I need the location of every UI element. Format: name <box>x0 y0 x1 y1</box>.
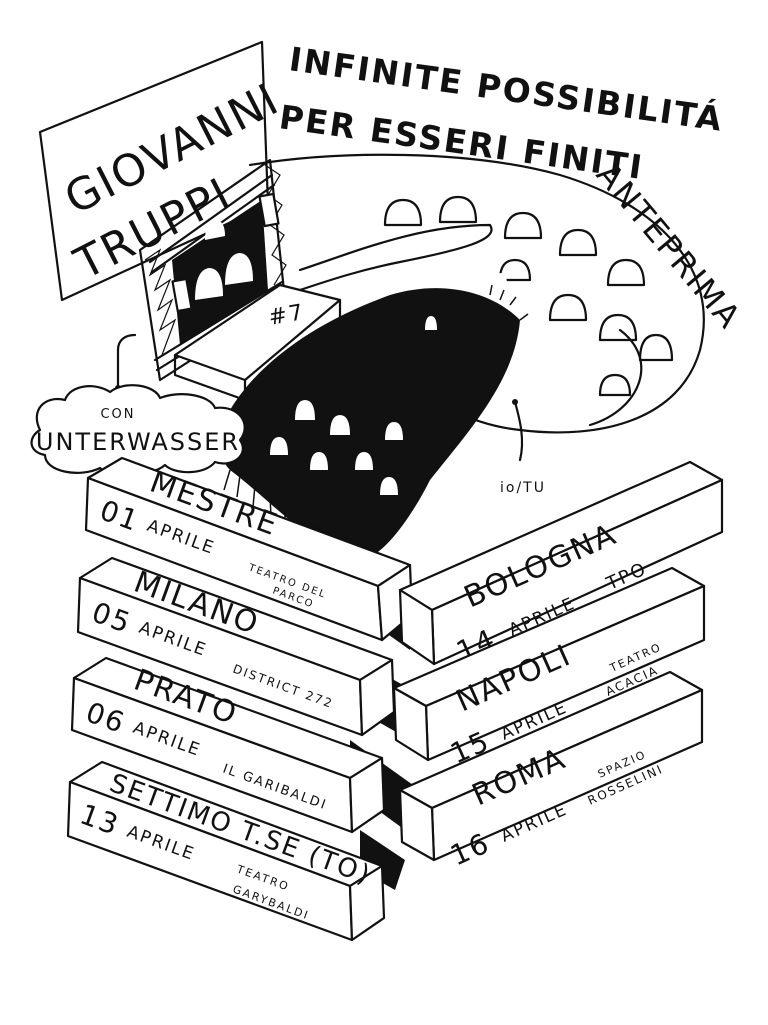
stage-mark: #7 <box>267 300 307 331</box>
guest-name: UNTERWASSER <box>36 428 240 456</box>
arena-windows <box>383 195 674 397</box>
date-beam: BOLOGNA 14 APRILE TPO <box>398 460 724 668</box>
date-beam: PRATO 06 APRILE IL GARIBALDI <box>70 656 386 834</box>
audience-label-text: io/TU <box>500 480 546 496</box>
title-badge: ANTEPRIMA <box>589 156 749 337</box>
guest-cloud: CON UNTERWASSER <box>30 333 246 477</box>
arena-wall <box>248 153 705 434</box>
date-beam: NAPOLI 15 APRILE TEATRO ACACIA <box>392 566 706 770</box>
date-beam: MILANO 05 APRILE DISTRICT 272 <box>76 556 396 737</box>
crowd <box>220 273 529 569</box>
dates-right: BOLOGNA 14 APRILE TPO NAPOLI 15 APRILE T… <box>392 460 724 872</box>
title-block: INFINITE POSSIBILITÁ PER ESSERI FINITI A… <box>277 38 749 336</box>
audience-label: io/TU <box>500 399 546 496</box>
guest-con: CON <box>100 407 135 422</box>
